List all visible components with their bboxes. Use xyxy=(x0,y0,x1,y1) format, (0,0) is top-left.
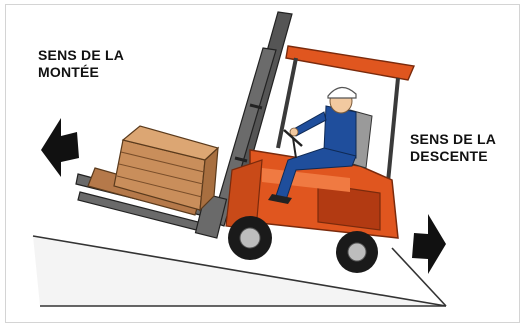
uphill-label-line-2: MONTÉE xyxy=(38,64,124,81)
forklift xyxy=(76,12,414,273)
forklift-front-wheel xyxy=(228,216,272,260)
arrow-left-icon xyxy=(41,118,79,177)
forklift-rear-wheel xyxy=(336,231,378,273)
downhill-label-line-2: DESCENTE xyxy=(410,148,496,165)
arrow-right-icon xyxy=(412,214,446,274)
uphill-direction-label: SENS DE LA MONTÉE xyxy=(38,47,124,81)
downhill-label-line-1: SENS DE LA xyxy=(410,131,496,148)
uphill-label-line-1: SENS DE LA xyxy=(38,47,124,64)
downhill-direction-label: SENS DE LA DESCENTE xyxy=(410,131,496,165)
